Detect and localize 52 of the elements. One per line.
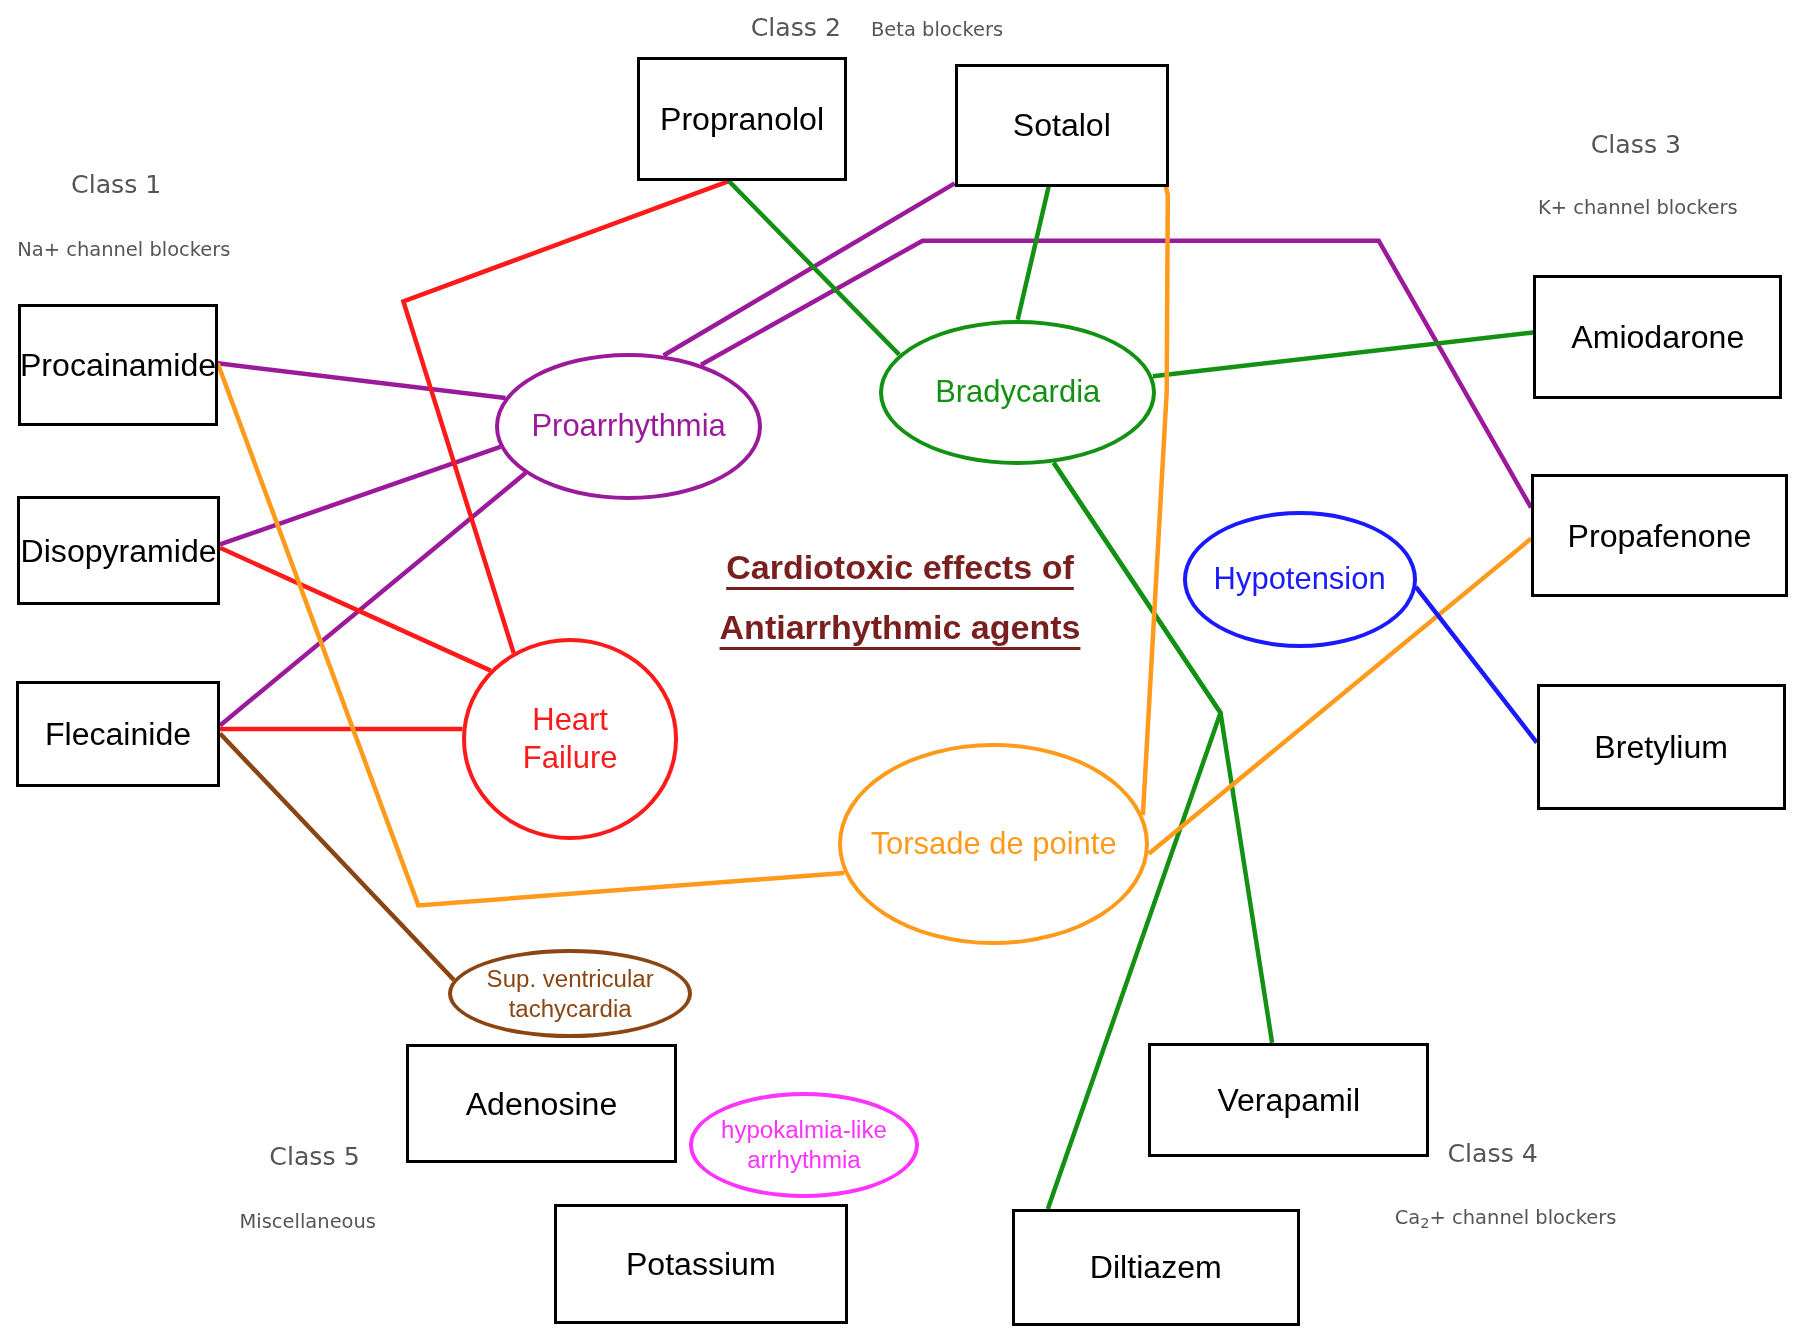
connector-line (1140, 186, 1171, 816)
node-text: Flecainide (44, 715, 192, 754)
class-label: K+ channel blockers (1538, 194, 1738, 221)
drug-box (18, 303, 218, 427)
node-text: Hypotension (1213, 559, 1386, 598)
node-text: Disopyramide (20, 531, 217, 571)
node-text: Propafenone (1567, 516, 1752, 556)
connector-line (220, 726, 463, 732)
drug-box (637, 57, 847, 182)
connector-line (1152, 330, 1534, 379)
connector-line (218, 471, 528, 728)
node-text: Sotalol (1012, 106, 1111, 146)
node-text: Diltiazem (1089, 1248, 1222, 1288)
class-label: Class 2 (750, 12, 841, 45)
drug-box (16, 680, 220, 788)
drug-box (553, 1204, 849, 1324)
connector-line (219, 545, 492, 673)
node-text: hypokalmia-like arrhythmia (720, 1114, 888, 1175)
diagram-title: Cardiotoxic effects of Antiarrhythmic agents (718, 547, 1082, 648)
drug-box (405, 1044, 678, 1164)
node-text: Procainamide (19, 345, 217, 385)
connector-line (1147, 536, 1533, 856)
class-label: Miscellaneous (239, 1208, 376, 1235)
drug-box (1536, 684, 1786, 811)
drug-box (17, 496, 221, 606)
node-text: Bradycardia (935, 373, 1101, 412)
node-text: Sup. ventricular tachycardia (485, 963, 655, 1024)
node-text: Proarrhythmia (531, 406, 726, 445)
node-text: Verapamil (1217, 1081, 1361, 1121)
connector-line (400, 179, 730, 654)
class-label: Class 3 (1590, 129, 1682, 162)
node-text: Potassium (625, 1245, 776, 1284)
drug-box (1011, 1209, 1300, 1326)
class-label: Class 5 (269, 1141, 360, 1173)
drug-box (1533, 275, 1783, 399)
connector-line (1414, 585, 1539, 744)
node-text: Heart Failure (521, 700, 619, 778)
node-text: Bretylium (1594, 728, 1729, 768)
class-label: Class 4 (1447, 1137, 1538, 1170)
node-text: Torsade de pointe (870, 824, 1117, 863)
node-text: Propranolol (660, 100, 825, 140)
node-text: Adenosine (465, 1084, 618, 1124)
node-text: Amiodarone (1571, 317, 1745, 357)
class-label: Beta blockers (871, 16, 1004, 43)
connector-line (727, 179, 901, 357)
drug-box (954, 64, 1169, 187)
class-label: Class 1 (71, 169, 162, 202)
class-label: Na+ channel blockers (17, 236, 231, 263)
class-label: Ca$_{2}$+ channel blockers (1394, 1205, 1617, 1233)
drug-box (1148, 1042, 1430, 1158)
connector-line (1015, 186, 1051, 321)
drug-box (1531, 474, 1788, 598)
